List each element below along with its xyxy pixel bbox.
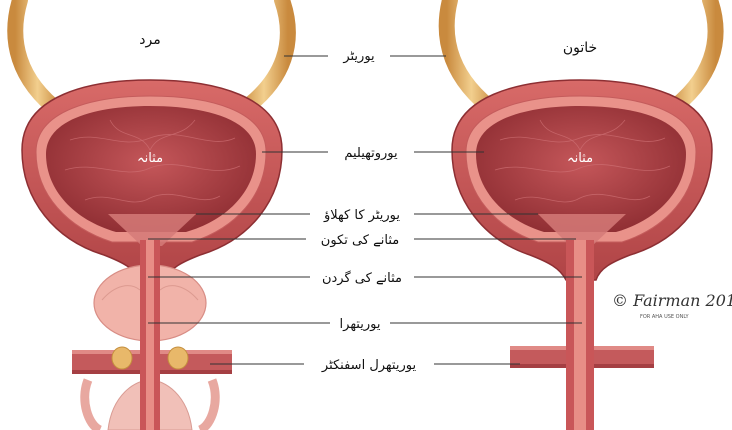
trigone-label: مثانے کی تکون	[321, 233, 399, 248]
urethra-label: یوریتھرا	[340, 317, 381, 332]
male-bulb-left	[85, 380, 100, 430]
male-left-ureter	[15, 0, 60, 112]
female-title: خاتون	[563, 40, 597, 56]
male-sphincter-right-gland	[168, 347, 188, 369]
male-title: مرد	[139, 32, 160, 48]
male-bladder-lumen	[46, 106, 256, 232]
ureteral-orifice-label: یوریٹر کا کھلاؤ	[323, 208, 400, 223]
urethral-sphincter-label: یوریتھرل اسفنکٹر	[321, 358, 417, 373]
male-bladder-illustration	[15, 0, 288, 430]
female-bladder-illustration	[447, 0, 716, 430]
male-bladder-label: مثانہ	[137, 151, 163, 166]
urothelium-label: یوروتھیلیم	[344, 146, 398, 161]
signature-note: FOR AHA USE ONLY	[640, 314, 689, 320]
ureter-label: یوریٹر	[342, 49, 375, 64]
male-sphincter-left-gland	[112, 347, 132, 369]
male-bulb-right	[200, 380, 215, 430]
female-bladder-label: مثانہ	[567, 151, 593, 166]
female-right-ureter	[668, 0, 716, 112]
bladder-neck-label: مثانے کی گردن	[322, 270, 402, 286]
male-right-ureter	[240, 0, 288, 112]
female-left-ureter	[447, 0, 496, 112]
signature-text: © Fairman 2017	[612, 291, 732, 310]
artist-signature: © Fairman 2017 FOR AHA USE ONLY	[612, 291, 732, 320]
female-bladder-lumen	[476, 106, 686, 232]
